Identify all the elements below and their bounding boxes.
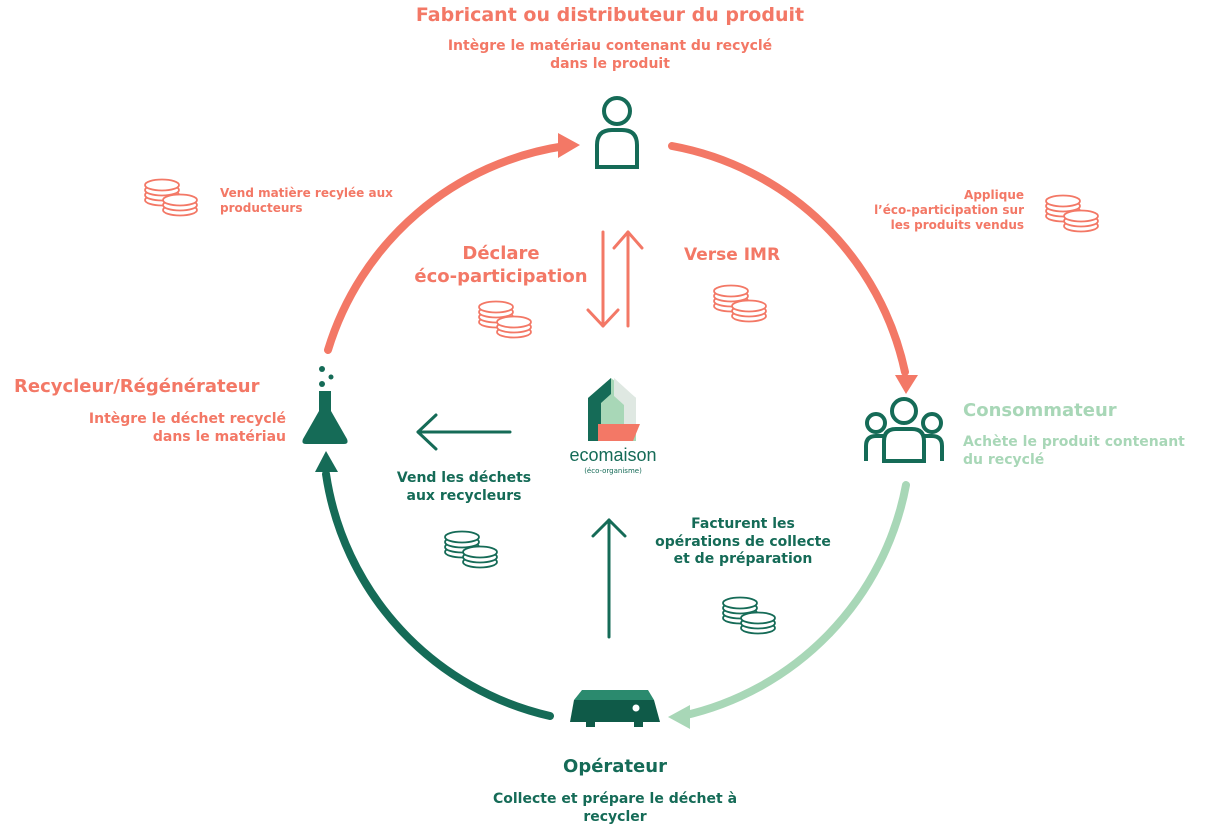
operateur-title: Opérateur — [563, 756, 667, 777]
verse-up-arrow — [612, 230, 644, 328]
vend-matiere-line: Vend matière recylée aux — [220, 186, 393, 200]
applique-line: l’éco-participation sur — [874, 203, 1024, 217]
consommateur-description-line: du recyclé — [963, 451, 1045, 468]
recycleur-title: Recycleur/Régénérateur — [14, 376, 260, 397]
coins-icon — [444, 530, 498, 569]
applique-line: Applique — [964, 188, 1024, 202]
recycleur-description: Intègre le déchet recyclé dans le matéri… — [20, 411, 286, 446]
arc-consommateur-to-operateur — [678, 481, 910, 720]
coins-icon — [1045, 194, 1099, 233]
operateur-description: Collecte et prépare le déchet à recycler — [430, 791, 800, 826]
consommateur-title: Consommateur — [963, 400, 1117, 421]
arc-fabricant-to-consommateur — [668, 142, 909, 376]
person-icon — [595, 96, 639, 169]
arrowhead-operateur — [668, 705, 690, 729]
ecomaison-logo-mark — [588, 378, 640, 441]
dumpster-icon — [570, 690, 660, 727]
arrowhead-consommateur — [895, 375, 918, 394]
vend-dechets-line: aux recycleurs — [406, 487, 522, 504]
operateur-description-line: recycler — [583, 808, 647, 825]
consommateur-description-line: Achète le produit contenant — [963, 434, 1185, 450]
consommateur-description: Achète le produit contenant du recyclé — [963, 434, 1223, 469]
fabricant-description: Intègre le matériau contenant du recyclé… — [380, 38, 840, 73]
coins-icon — [722, 596, 776, 635]
vend-dechets-line: Vend les déchets — [396, 470, 532, 486]
applique-label: Applique l’éco-participation sur les pro… — [820, 188, 1024, 233]
declare-label: Déclare éco-participation — [396, 243, 606, 288]
applique-line: les produits vendus — [890, 218, 1024, 232]
facturent-label: Facturent les opérations de collecte et … — [628, 516, 858, 569]
declare-down-arrow — [586, 230, 620, 328]
arrowhead-fabricant — [558, 133, 580, 158]
left-arrow-to-recycleur — [416, 413, 512, 451]
recycleur-description-line: dans le matériau — [152, 428, 286, 445]
vend-dechets-label: Vend les déchets aux recycleurs — [374, 470, 554, 505]
facturent-line: Facturent les — [691, 516, 795, 532]
group-icon — [864, 397, 944, 463]
facturent-line: et de préparation — [673, 551, 813, 567]
up-arrow-to-ecomaison — [591, 518, 627, 639]
arrowhead-recycleur — [315, 451, 338, 472]
coins-icon — [713, 284, 767, 323]
fabricant-description-line: Intègre le matériau contenant du recyclé — [447, 38, 773, 54]
fabricant-description-line: dans le produit — [550, 55, 670, 72]
fabricant-title: Fabricant ou distributeur du produit — [415, 4, 805, 26]
declare-line: éco-participation — [414, 265, 588, 287]
arc-operateur-to-recycleur — [322, 470, 554, 720]
coins-icon — [144, 178, 198, 217]
arc-recycleur-to-fabricant — [324, 142, 569, 354]
flask-icon — [302, 366, 348, 444]
recycleur-description-line: Intègre le déchet recyclé — [88, 411, 286, 427]
ecomaison-subtitle: (éco-organisme) — [584, 467, 642, 475]
operateur-description-line: Collecte et prépare le déchet à — [492, 791, 738, 807]
verse-imr-label: Verse IMR — [684, 245, 781, 265]
facturent-line: opérations de collecte — [655, 533, 831, 550]
vend-matiere-label: Vend matière recylée aux producteurs — [220, 186, 460, 216]
coins-icon — [478, 300, 532, 339]
ecomaison-wordmark: ecomaison — [569, 445, 657, 465]
vend-matiere-line: producteurs — [220, 201, 303, 215]
declare-line: Déclare — [462, 243, 540, 264]
